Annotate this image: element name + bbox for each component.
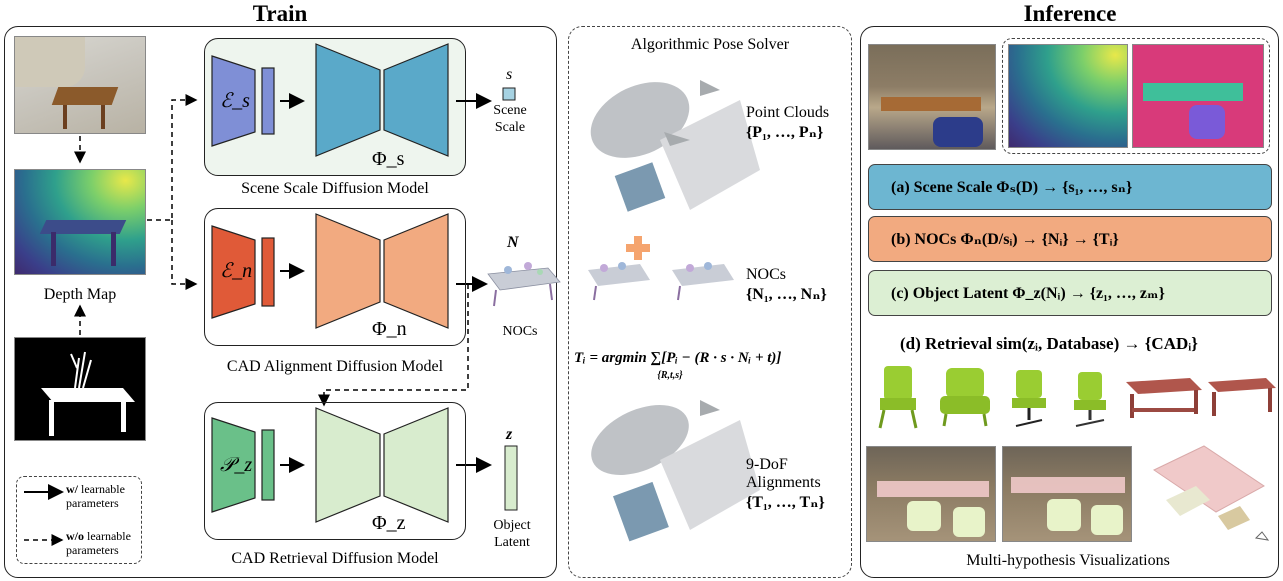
scene-scale-output bbox=[502, 87, 516, 101]
noc-model-box bbox=[204, 208, 466, 346]
chair-cad-1 bbox=[878, 366, 918, 429]
train-title: Train bbox=[252, 1, 308, 26]
legend-box bbox=[16, 476, 142, 564]
point-clouds-set: {P₁, …, Pₙ} bbox=[746, 124, 824, 141]
noc-output-thumb bbox=[487, 262, 561, 307]
noc-encoder-shape bbox=[211, 225, 256, 319]
table-cad-1 bbox=[1126, 378, 1202, 418]
noc-model-label: CAD Alignment Diffusion Model bbox=[226, 358, 444, 375]
retrieval-encoder-shape bbox=[211, 417, 256, 513]
point-clouds-label: Point Clouds bbox=[746, 104, 830, 121]
retrieval-unet-down bbox=[315, 407, 381, 523]
retrieval-unet-up bbox=[383, 407, 449, 523]
table-cad-2 bbox=[1208, 378, 1276, 416]
scale-phi-symbol: Φ_s bbox=[372, 148, 405, 170]
scale-unet-down bbox=[315, 43, 381, 157]
solver-nocs-label: NOCs bbox=[746, 266, 787, 283]
depth-map-image bbox=[14, 169, 146, 275]
retrieval-latent-bar bbox=[261, 429, 275, 501]
retrieval-out-symbol: z bbox=[506, 426, 513, 443]
scene-scale-label-2: Scale bbox=[494, 120, 526, 135]
inference-depth-image bbox=[1008, 44, 1128, 148]
retrieval-model-label: CAD Retrieval Diffusion Model bbox=[231, 550, 439, 567]
point-cloud-top bbox=[590, 80, 760, 212]
scale-unet-up bbox=[383, 43, 449, 157]
inference-step-d: (d) Retrieval sim(zᵢ, Database) → {CADᵢ} bbox=[900, 334, 1198, 353]
object-latent-label-2: Latent bbox=[494, 535, 530, 550]
scene-scale-label-1: Scene bbox=[493, 103, 527, 118]
inference-dashed-group bbox=[1002, 38, 1270, 154]
multi-hypothesis-label: Multi-hypothesis Visualizations bbox=[966, 552, 1170, 569]
alignments-set: {T₁, …, Tₙ} bbox=[746, 494, 825, 511]
solver-title: Algorithmic Pose Solver bbox=[630, 36, 790, 53]
noc-clouds bbox=[588, 262, 734, 301]
noc-latent-bar bbox=[261, 237, 275, 307]
scale-latent-bar bbox=[261, 67, 275, 135]
chair-cad-4 bbox=[1074, 372, 1106, 427]
visualization-2 bbox=[1002, 446, 1132, 542]
scale-encoder-symbol: ℰ_s bbox=[220, 90, 250, 112]
plus-sign-h bbox=[626, 244, 650, 252]
retrieval-encoder-symbol: 𝒫_z bbox=[220, 454, 253, 476]
scale-model-label: Scene Scale Diffusion Model bbox=[241, 180, 429, 197]
mask-image bbox=[14, 337, 146, 441]
retrieval-phi-symbol: Φ_z bbox=[372, 512, 406, 534]
argmin-subscript: {R,t,s} bbox=[657, 370, 683, 381]
point-cloud-bottom bbox=[591, 400, 760, 542]
chair-cad-3 bbox=[1012, 370, 1046, 427]
inference-step-b: (b) NOCs Φₙ(D/sᵢ) → {Nᵢ} → {Tᵢ} bbox=[868, 216, 1272, 262]
rgb-input-image bbox=[14, 36, 146, 134]
inference-title: Inference bbox=[1023, 1, 1117, 26]
depth-map-label: Depth Map bbox=[43, 286, 117, 303]
scale-out-symbol: s bbox=[506, 66, 513, 83]
noc-encoder-symbol: ℰ_n bbox=[220, 260, 253, 282]
inference-step-a: (a) Scene Scale Φₛ(D) → {s₁, …, sₙ} bbox=[868, 164, 1272, 210]
alignments-label-2: Alignments bbox=[746, 474, 821, 491]
noc-unet-down bbox=[315, 213, 381, 329]
inference-rgb-image bbox=[868, 44, 996, 150]
inference-step-c: (c) Object Latent Φ_z(Nᵢ) → {z₁, …, zₘ} bbox=[868, 270, 1272, 316]
inference-segmentation-image bbox=[1132, 44, 1264, 148]
noc-unet-up bbox=[383, 213, 449, 329]
alignments-label-1: 9-DoF bbox=[746, 456, 788, 473]
solver-nocs-set: {N₁, …, Nₙ} bbox=[746, 286, 827, 303]
solver-equation: Tᵢ = argmin ∑[Pᵢ − (R · s · Nᵢ + t)] bbox=[574, 350, 782, 366]
noc-phi-symbol: Φ_n bbox=[372, 318, 407, 340]
visualization-1 bbox=[866, 446, 996, 542]
chair-cad-2 bbox=[940, 368, 990, 427]
nocs-output-label: NOCs bbox=[502, 324, 538, 339]
noc-out-symbol: N bbox=[507, 234, 519, 251]
scale-encoder-shape bbox=[211, 55, 256, 147]
object-latent-label-1: Object bbox=[493, 518, 531, 533]
object-latent-output bbox=[504, 445, 518, 511]
retrieval-model-box bbox=[204, 402, 466, 540]
